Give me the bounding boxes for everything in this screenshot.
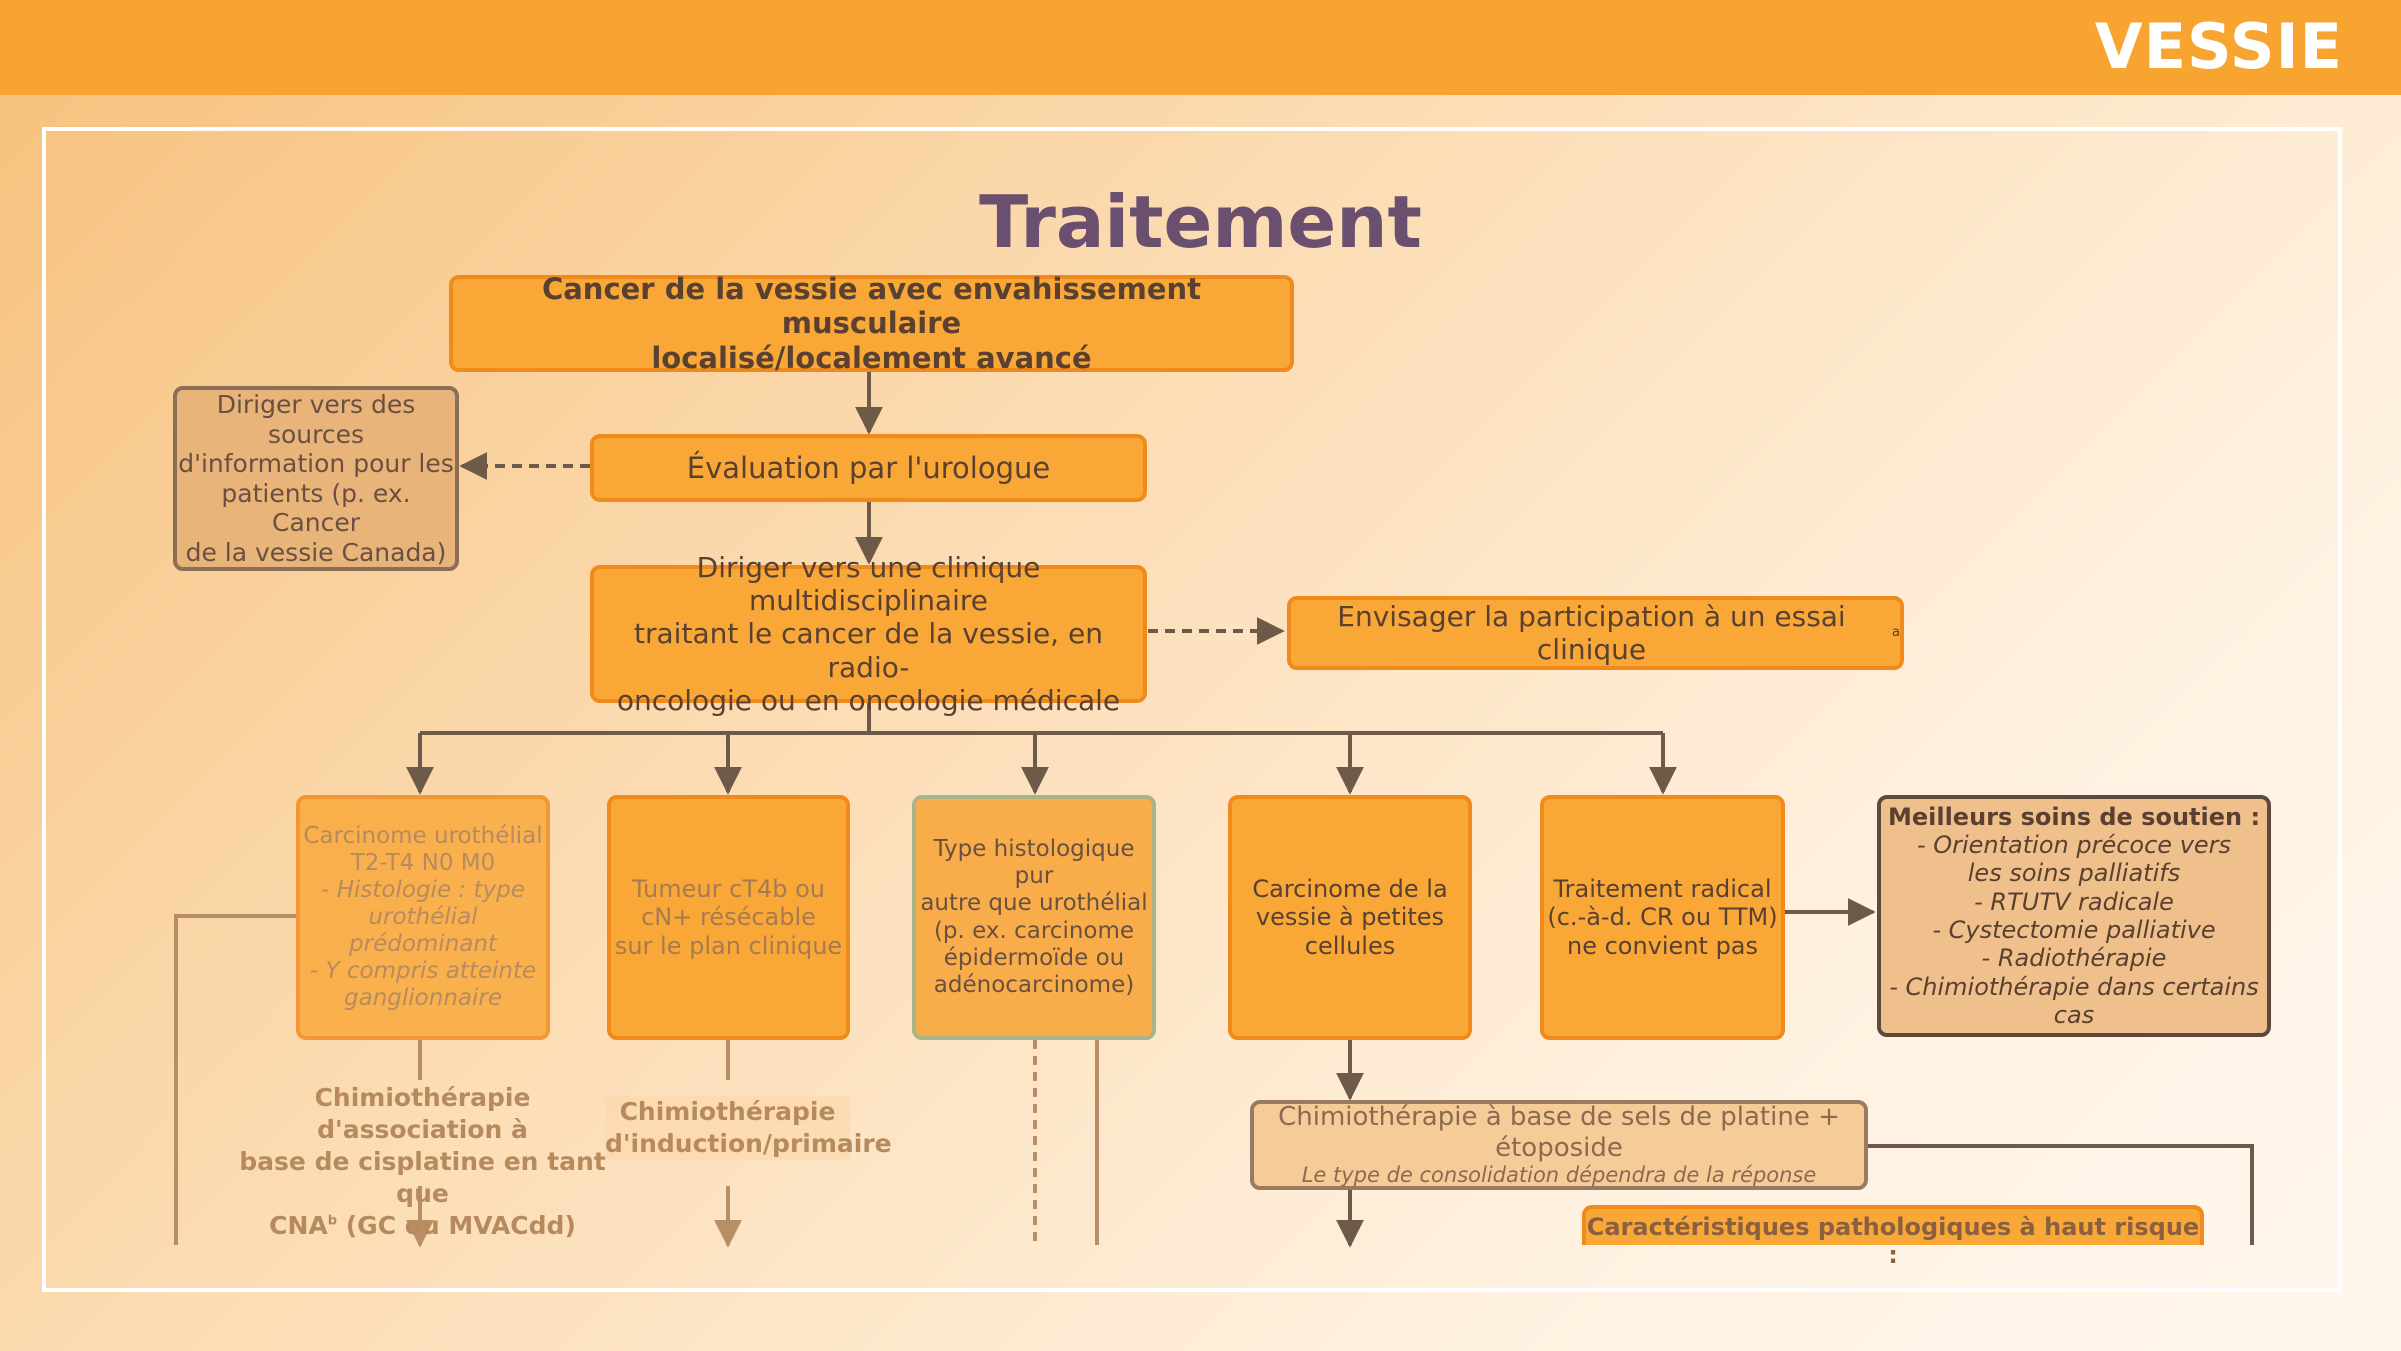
trial-label: Envisager la participation à un essai cl…	[1337, 599, 1846, 666]
content-frame	[42, 127, 2342, 1292]
section-label: VESSIE	[2094, 10, 2343, 83]
urothelial-carcinoma-box: Carcinome urothélial T2-T4 N0 M0 - Histo…	[296, 795, 550, 1040]
support-item-5: - Radiothérapie	[1981, 944, 2167, 973]
page-title: Traitement	[979, 180, 1422, 264]
b3-line-3: (p. ex. carcinome	[933, 917, 1135, 944]
b2-line-3: sur le plan clinique	[614, 931, 843, 960]
b3-line-4: épidermoïde ou	[943, 944, 1125, 971]
platinum-etoposide-box: Chimiothérapie à base de sels de platine…	[1250, 1100, 1868, 1190]
top-line-1: Cancer de la vessie avec envahissement m…	[541, 272, 1202, 341]
clinic-line-3: oncologie ou en oncologie médicale	[616, 683, 1121, 717]
info-line-1: Diriger vers des sources	[216, 390, 416, 449]
patient-info-box: Diriger vers des sources d'information p…	[173, 386, 459, 571]
high-risk-label: Caractéristiques pathologiques à haut ri…	[1586, 1213, 2200, 1270]
b2-line-2: cN+ résécable	[641, 903, 816, 932]
c1-footnote: b	[327, 1213, 338, 1229]
support-item-6: - Chimiothérapie dans certains cas	[1889, 972, 2259, 1029]
non-urothelial-histology-box: Type histologique pur autre que urothéli…	[912, 795, 1156, 1040]
trial-footnote: a	[1892, 625, 1900, 641]
b3-line-2: autre que urothélial	[920, 890, 1148, 917]
chemo-right-line	[1868, 1144, 2254, 1245]
c1-tail: (GC ou MVACdd)	[337, 1211, 576, 1240]
best-supportive-care-box: Meilleurs soins de soutien : - Orientati…	[1877, 795, 2271, 1037]
support-item-4: - Cystectomie palliative	[1932, 916, 2216, 944]
c2-line-1: Chimiothérapie	[619, 1097, 836, 1126]
info-line-4: de la vessie Canada)	[185, 537, 447, 567]
b1-line-1: Carcinome urothélial	[303, 822, 543, 849]
b5-line-1: Traitement radical	[1553, 875, 1772, 904]
b1-italic-1: - Histologie : type	[321, 876, 525, 903]
support-item-2: les soins palliatifs	[1967, 859, 2181, 888]
urologist-evaluation-box: Évaluation par l'urologue	[590, 434, 1147, 502]
b5-line-2: (c.-à-d. CR ou TTM)	[1547, 903, 1778, 932]
ct4b-tumor-box: Tumeur cT4b ou cN+ résécable sur le plan…	[607, 795, 850, 1040]
small-cell-carcinoma-box: Carcinome de la vessie à petites cellule…	[1228, 795, 1472, 1040]
b1-italic-4: ganglionnaire	[344, 985, 502, 1012]
b1-italic-3: - Y compris atteinte	[309, 958, 537, 985]
b1-side-line	[174, 914, 296, 1245]
urologist-label: Évaluation par l'urologue	[686, 450, 1051, 485]
b2-line-1: Tumeur cT4b ou	[632, 875, 825, 904]
b4-line-1: Carcinome de la	[1252, 875, 1448, 904]
support-item-1: - Orientation précoce vers	[1916, 831, 2232, 860]
support-heading: Meilleurs soins de soutien :	[1887, 802, 2261, 831]
c1-line-3: CNA	[269, 1211, 328, 1240]
info-line-2: d'information pour les	[178, 449, 454, 478]
b1-line-2: T2-T4 N0 M0	[350, 849, 496, 876]
b3-line-5: adénocarcinome)	[933, 971, 1135, 998]
clinic-line-1: Diriger vers une clinique multidisciplin…	[696, 551, 1041, 618]
b4-line-3: cellules	[1304, 931, 1396, 960]
b1-italic-2: urothélial prédominant	[349, 903, 497, 958]
clinic-line-2: traitant le cancer de la vessie, en radi…	[634, 617, 1103, 684]
top-banner: VESSIE	[0, 0, 2401, 95]
chemo-small-italic: Le type de consolidation dépendra de la …	[1301, 1163, 1817, 1188]
c1-line-3-wrap: CNAb (GC ou MVACdd)	[230, 1210, 615, 1242]
b3-line-1: Type histologique pur	[933, 836, 1135, 890]
multidisciplinary-clinic-box: Diriger vers une clinique multidisciplin…	[590, 551, 1147, 717]
c1-line-2: base de cisplatine en tant que	[239, 1147, 606, 1208]
b5-line-3: ne convient pas	[1566, 931, 1759, 960]
top-line-2: localisé/localement avancé	[651, 340, 1092, 375]
chemo-small-label: Chimiothérapie à base de sels de platine…	[1278, 1101, 1840, 1163]
induction-chemo-caption: Chimiothérapie d'induction/primaire	[605, 1096, 892, 1160]
high-risk-features-box: Caractéristiques pathologiques à haut ri…	[1582, 1205, 2204, 1269]
radical-not-suitable-box: Traitement radical (c.-à-d. CR ou TTM) n…	[1540, 795, 1785, 1040]
clinical-trial-box: Envisager la participation à un essai cl…	[1287, 596, 1904, 670]
c1-line-1: Chimiothérapie d'association à	[314, 1083, 531, 1144]
neoadjuvant-chemo-caption: Chimiothérapie d'association à base de c…	[230, 1082, 615, 1242]
muscle-invasive-box: Cancer de la vessie avec envahissement m…	[449, 272, 1294, 375]
c2-line-2: d'induction/primaire	[605, 1129, 892, 1158]
support-item-3: - RTUTV radicale	[1974, 887, 2174, 916]
info-line-3: patients (p. ex. Cancer	[221, 478, 411, 538]
b4-line-2: vessie à petites	[1255, 903, 1445, 932]
